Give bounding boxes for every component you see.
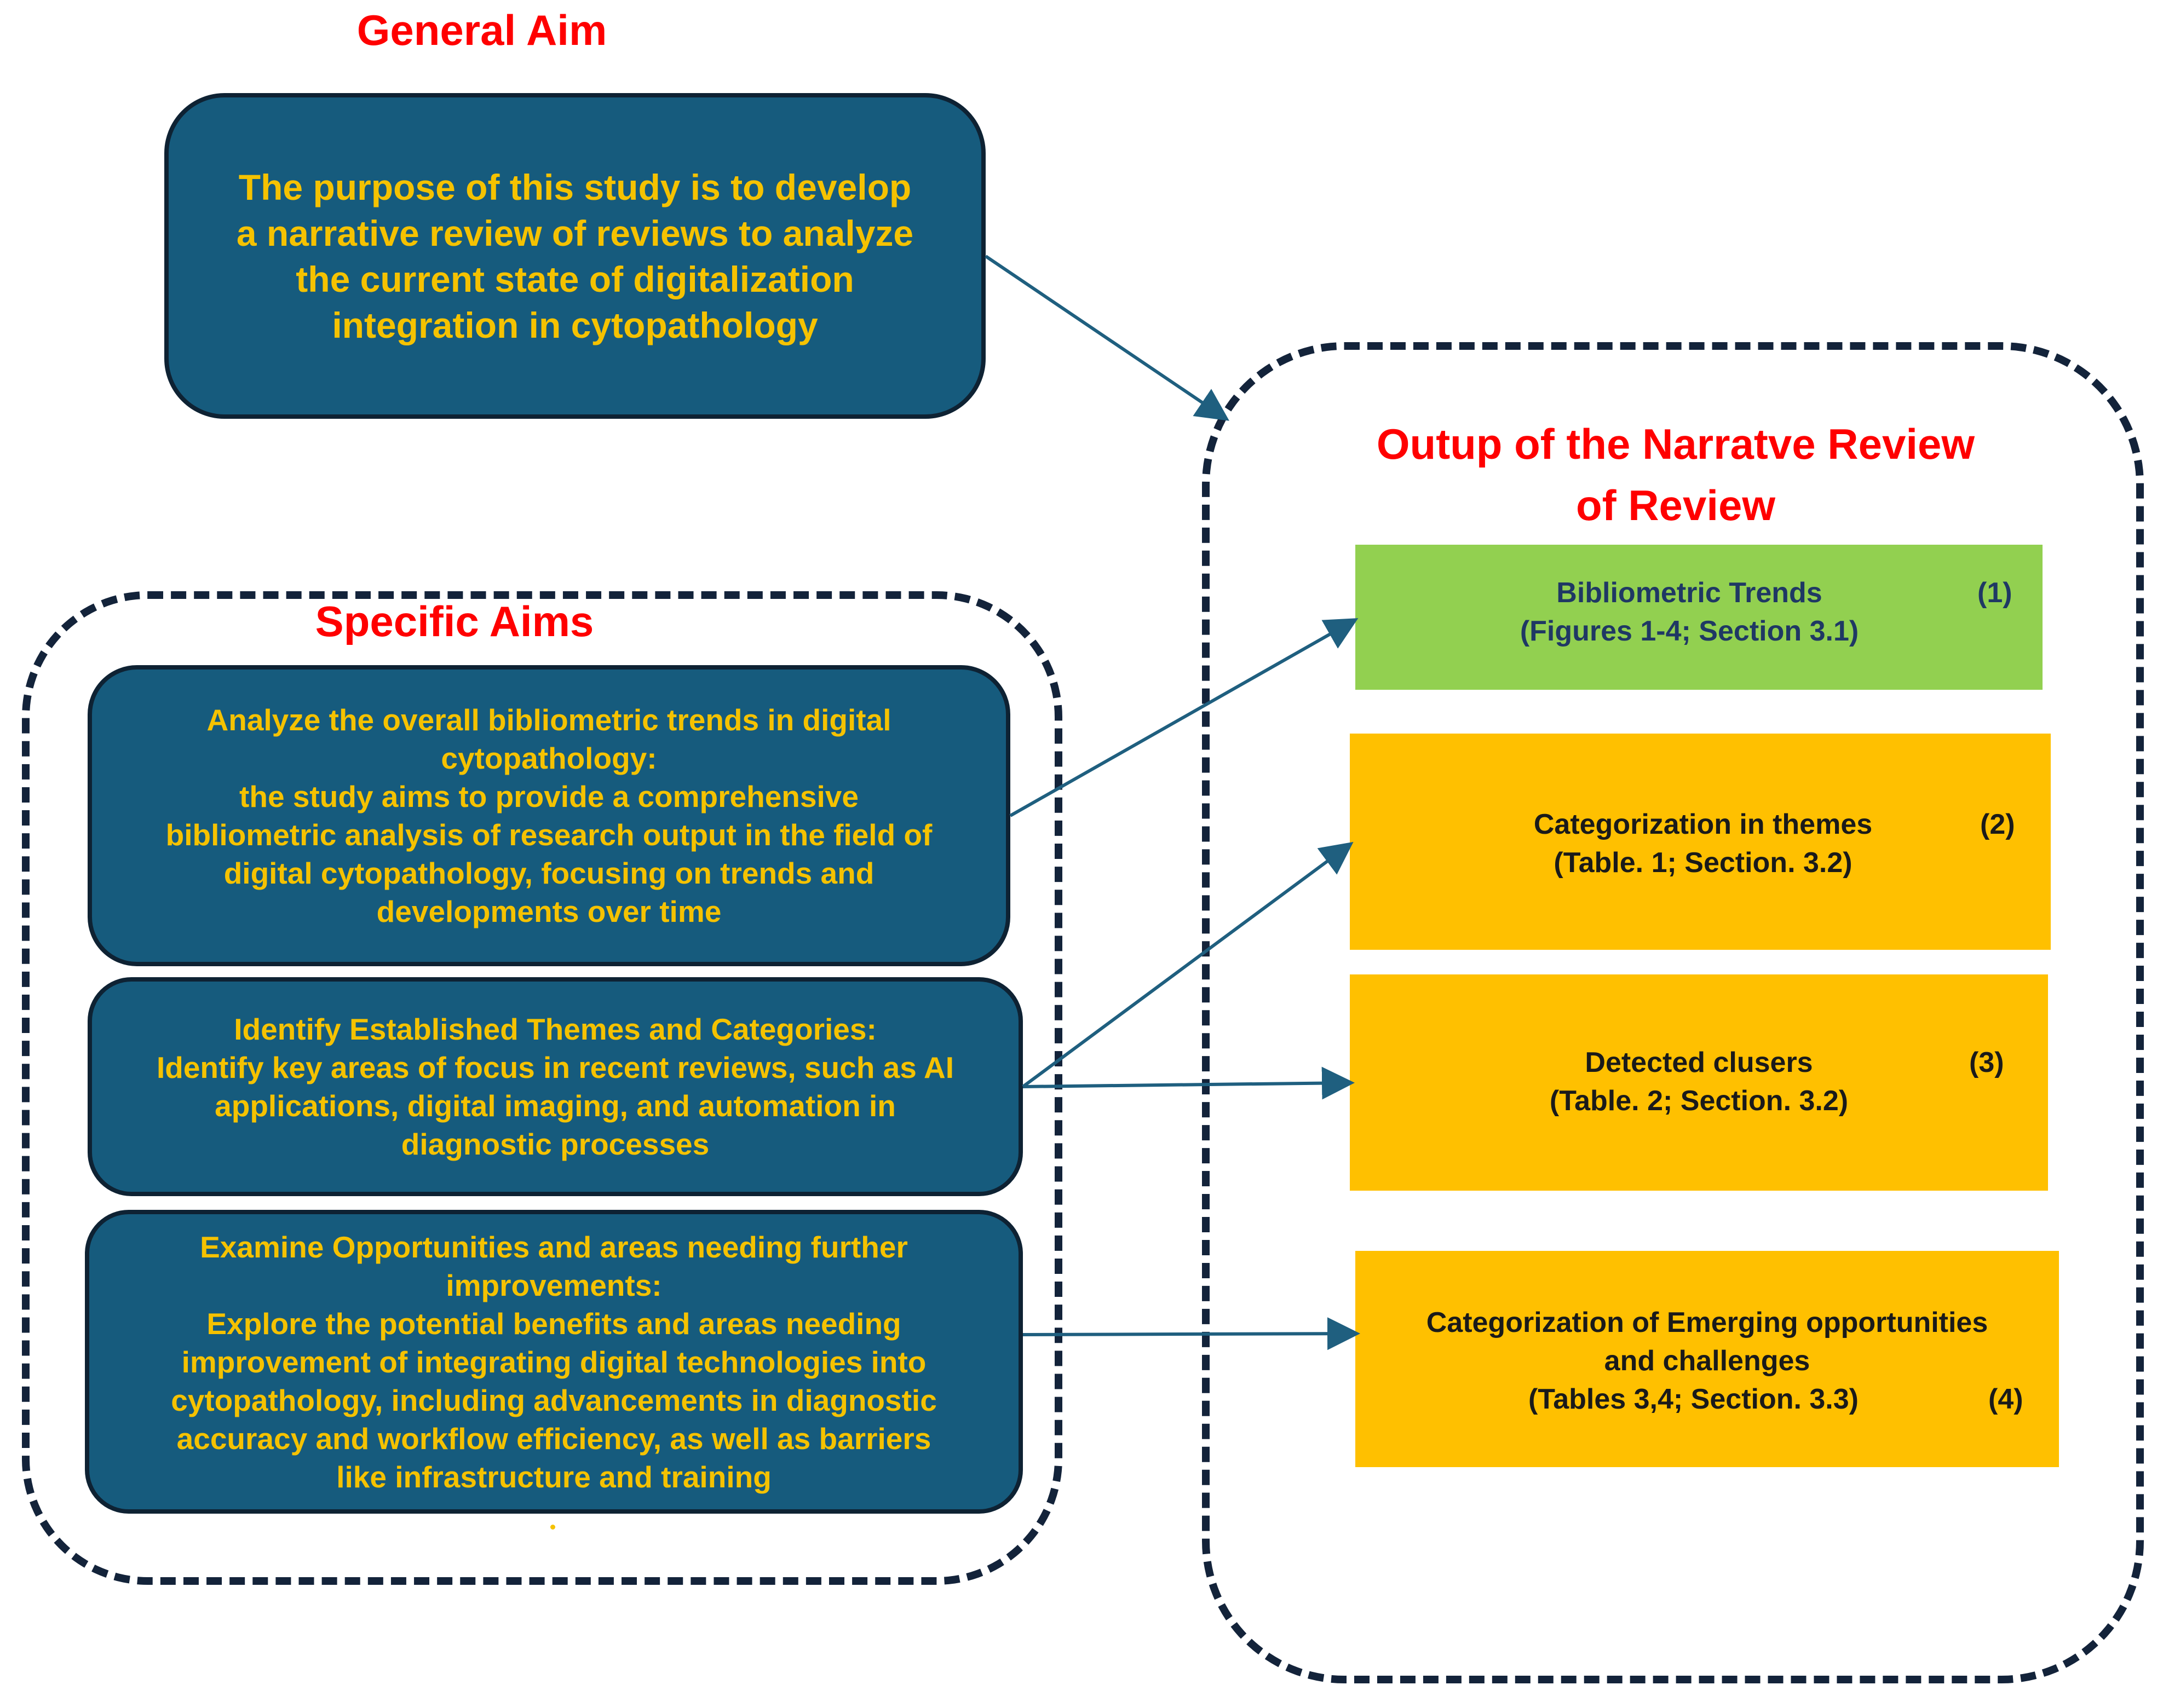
output-item-line: (Table. 2; Section. 3.2) xyxy=(1549,1085,1849,1117)
output-group xyxy=(1202,342,2144,1683)
aim-line: Identify Established Themes and Categori… xyxy=(234,1012,877,1046)
decorative-dot xyxy=(550,1525,555,1530)
aim-line: developments over time xyxy=(376,895,722,928)
output-item-line: Categorization in themes xyxy=(1533,809,1873,840)
general-aim-box: The purpose of this study is to develop … xyxy=(164,93,986,419)
output-item-line: Bibliometric Trends xyxy=(1556,577,1822,609)
output-item-line: Detected clusers xyxy=(1585,1047,1813,1078)
general-aim-line: the current state of digitalization xyxy=(296,258,854,299)
output-item-number: (3) xyxy=(1969,1047,2004,1078)
output-item-line: (Tables 3,4; Section. 3.3) xyxy=(1528,1383,1859,1415)
aim-line: bibliometric analysis of research output… xyxy=(165,818,933,852)
arrow-aim3-to-emerging xyxy=(1022,1317,1360,1351)
specific-aims-group xyxy=(22,591,1062,1585)
output-item-number: (1) xyxy=(1977,577,2012,609)
aim-line: improvement of integrating digital techn… xyxy=(181,1345,927,1379)
aim-line: accuracy and workflow efficiency, as wel… xyxy=(176,1421,931,1456)
specific-aim-box-1: Analyze the overall bibliometric trends … xyxy=(88,665,1010,966)
specific-aim-box-2: Identify Established Themes and Categori… xyxy=(88,977,1023,1196)
output-item-line: and challenges xyxy=(1604,1345,1810,1377)
arrow-aim2-to-clusters xyxy=(1022,1066,1355,1100)
arrow-general-to-output xyxy=(985,255,1229,421)
output-item-line: (Table. 1; Section. 3.2) xyxy=(1554,847,1853,879)
aim-line: diagnostic processes xyxy=(401,1127,710,1161)
arrow-aim2-to-themes xyxy=(1022,841,1354,1088)
general-aim-line: The purpose of this study is to develop xyxy=(238,166,912,207)
specific-aim-box-3: Examine Opportunities and areas needing … xyxy=(85,1210,1023,1514)
aim-line: Identify key areas of focus in recent re… xyxy=(156,1051,954,1084)
output-item-number: (2) xyxy=(1980,809,2015,840)
specific-aims-title: Specific Aims xyxy=(315,597,594,645)
output-title-line: of Review xyxy=(1575,481,1776,529)
output-item-bibliometric-trends: Bibliometric Trends (Figures 1-4; Sectio… xyxy=(1355,545,2043,690)
aim-line: applications, digital imaging, and autom… xyxy=(215,1089,896,1123)
output-item-line: (Figures 1-4; Section 3.1) xyxy=(1520,615,1859,647)
output-item-categorization-themes: Categorization in themes (Table. 1; Sect… xyxy=(1350,734,2051,950)
aim-line: cytopathology, including advancements in… xyxy=(171,1383,937,1417)
aim-line: digital cytopathology, focusing on trend… xyxy=(223,856,875,890)
output-title: Outup of the Narratve Review of Review xyxy=(1259,413,2092,536)
output-item-detected-clusters: Detected clusers (Table. 2; Section. 3.2… xyxy=(1350,974,2048,1191)
output-item-emerging-opportunities: Categorization of Emerging opportunities… xyxy=(1355,1251,2059,1467)
output-title-line: Outup of the Narratve Review xyxy=(1376,420,1975,468)
aim-line: Explore the potential benefits and areas… xyxy=(206,1306,901,1341)
aim-line: cytopathology: xyxy=(441,741,657,775)
output-item-number: (4) xyxy=(1988,1383,2023,1415)
general-aim-line: integration in cytopathology xyxy=(332,304,818,345)
aim-line: Analyze the overall bibliometric trends … xyxy=(206,703,891,737)
aim-line: improvements: xyxy=(446,1268,662,1302)
general-aim-line: a narrative review of reviews to analyze xyxy=(236,212,914,253)
output-item-line: Categorization of Emerging opportunities xyxy=(1426,1307,1988,1338)
general-aim-title: General Aim xyxy=(356,6,607,54)
aim-line: like infrastructure and training xyxy=(336,1459,772,1494)
aim-line: the study aims to provide a comprehensiv… xyxy=(239,780,859,813)
aim-line: Examine Opportunities and areas needing … xyxy=(200,1230,908,1264)
arrow-aim1-to-bibliometric xyxy=(1009,618,1359,817)
